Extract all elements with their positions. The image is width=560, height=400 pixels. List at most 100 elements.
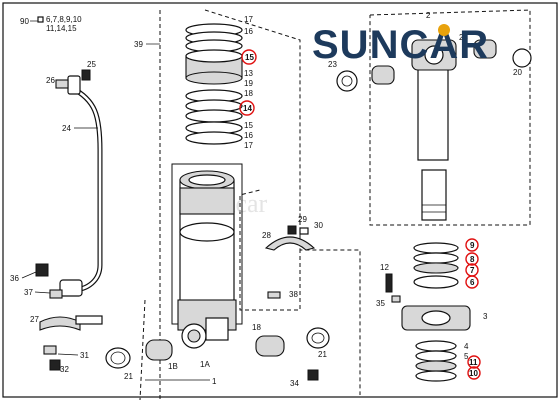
ring-17-lower xyxy=(185,131,243,145)
callout-90-list-a: 6,7,8,9,10 xyxy=(46,15,82,24)
callout-9: 9 xyxy=(470,241,475,250)
callout-17a: 17 xyxy=(244,15,253,24)
seal-9 xyxy=(413,242,459,254)
callout-2: 2 xyxy=(426,11,431,20)
left-group-outline xyxy=(139,299,146,400)
callout-1B: 1B xyxy=(168,362,178,371)
callout-39: 39 xyxy=(134,40,143,49)
bushing-28 xyxy=(473,39,497,59)
clamp-bolt-26 xyxy=(55,79,69,89)
highlight-ring-14 xyxy=(239,100,255,116)
callout-6: 6 xyxy=(470,278,475,287)
seal-10 xyxy=(415,370,457,382)
seal-4 xyxy=(415,340,457,352)
leader-36 xyxy=(21,271,37,279)
callout-18b: 18 xyxy=(252,323,261,332)
pipe-flange-top xyxy=(67,75,81,95)
kit-icon xyxy=(37,16,44,23)
seal-20 xyxy=(512,48,532,68)
callout-14: 14 xyxy=(243,104,252,113)
callout-15: 15 xyxy=(245,53,254,62)
callout-19: 19 xyxy=(244,79,253,88)
callout-11: 11 xyxy=(469,358,478,367)
callout-37: 37 xyxy=(24,288,33,297)
callout-12: 12 xyxy=(380,263,389,272)
bolt-38 xyxy=(267,291,281,299)
bolt-36 xyxy=(35,263,49,277)
highlight-seal-6 xyxy=(465,275,479,289)
callout-36: 36 xyxy=(10,274,19,283)
highlight-ring-15 xyxy=(241,49,257,65)
callout-16b: 16 xyxy=(244,131,253,140)
seal-6 xyxy=(413,275,459,289)
bushing-1B xyxy=(145,339,173,361)
seal-21-left-inner xyxy=(110,351,126,365)
callout-8: 8 xyxy=(470,255,475,264)
pipe-flange-bottom xyxy=(59,279,83,297)
piston-top-face xyxy=(185,49,243,63)
seal-5 xyxy=(415,350,457,362)
callout-4: 4 xyxy=(464,342,469,351)
barrel-eye-bore xyxy=(187,329,201,343)
callout-16a: 16 xyxy=(244,27,253,36)
seal-stack-upper xyxy=(185,23,243,145)
bolt-12 xyxy=(385,273,393,293)
callout-28: 28 xyxy=(262,231,271,240)
piston-rod xyxy=(417,59,449,161)
callout-21a: 21 xyxy=(124,372,133,381)
callout-13: 13 xyxy=(244,69,253,78)
logo-sun-icon xyxy=(438,24,450,36)
callout-15b: 15 xyxy=(244,121,253,130)
callout-32: 32 xyxy=(60,365,69,374)
callout-30: 30 xyxy=(314,221,323,230)
logo-text: SUNCAR xyxy=(312,23,489,67)
cylinder-head-bore xyxy=(421,310,451,326)
seal-7 xyxy=(413,262,459,274)
seal-21-right-inner xyxy=(311,332,325,344)
barrel-port xyxy=(205,317,229,341)
callout-21b: 21 xyxy=(318,350,327,359)
callout-5: 5 xyxy=(464,352,469,361)
washer-35 xyxy=(391,295,401,303)
rod-eye-bore xyxy=(424,45,444,65)
clamp-group-outline xyxy=(239,189,301,311)
bolt-34 xyxy=(307,369,319,381)
bolt-31 xyxy=(43,345,57,355)
highlight-seal-9 xyxy=(465,238,479,252)
barrel-ring xyxy=(179,222,235,242)
callout-38: 38 xyxy=(289,290,298,299)
rod-assembly xyxy=(411,39,457,221)
callout-1A: 1A xyxy=(200,360,210,369)
highlight-seal-8 xyxy=(465,252,479,266)
hydraulic-pipe-inner xyxy=(71,86,102,292)
barrel-head xyxy=(179,187,235,215)
callout-3: 3 xyxy=(483,312,488,321)
callout-1: 1 xyxy=(212,377,217,386)
leader-37 xyxy=(34,291,51,294)
callout-23: 23 xyxy=(328,60,337,69)
callout-26: 26 xyxy=(46,76,55,85)
callout-31: 31 xyxy=(80,351,89,360)
callout-24: 24 xyxy=(62,124,71,133)
bushing-left xyxy=(371,65,395,85)
suncar-logo: SUNCAR xyxy=(312,23,489,67)
callout-90: 90 xyxy=(20,17,29,26)
hydraulic-pipe xyxy=(70,85,103,293)
callout-25: 25 xyxy=(87,60,96,69)
seal-23-inner xyxy=(341,75,353,87)
rod-end-group-outline xyxy=(369,9,531,226)
washer-37 xyxy=(49,289,63,299)
washer-32 xyxy=(49,359,61,371)
callout-90-list-b: 11,14,15 xyxy=(46,24,77,33)
callout-17b: 17 xyxy=(244,141,253,150)
rod-end-thread xyxy=(421,169,447,221)
seal-11 xyxy=(415,360,457,372)
seal-15-lower xyxy=(185,109,243,123)
callout-18: 18 xyxy=(244,89,253,98)
callout-34: 34 xyxy=(290,379,299,388)
highlight-seal-11 xyxy=(467,355,481,369)
bracket-28 xyxy=(264,236,316,251)
clamp-plate xyxy=(75,315,103,325)
